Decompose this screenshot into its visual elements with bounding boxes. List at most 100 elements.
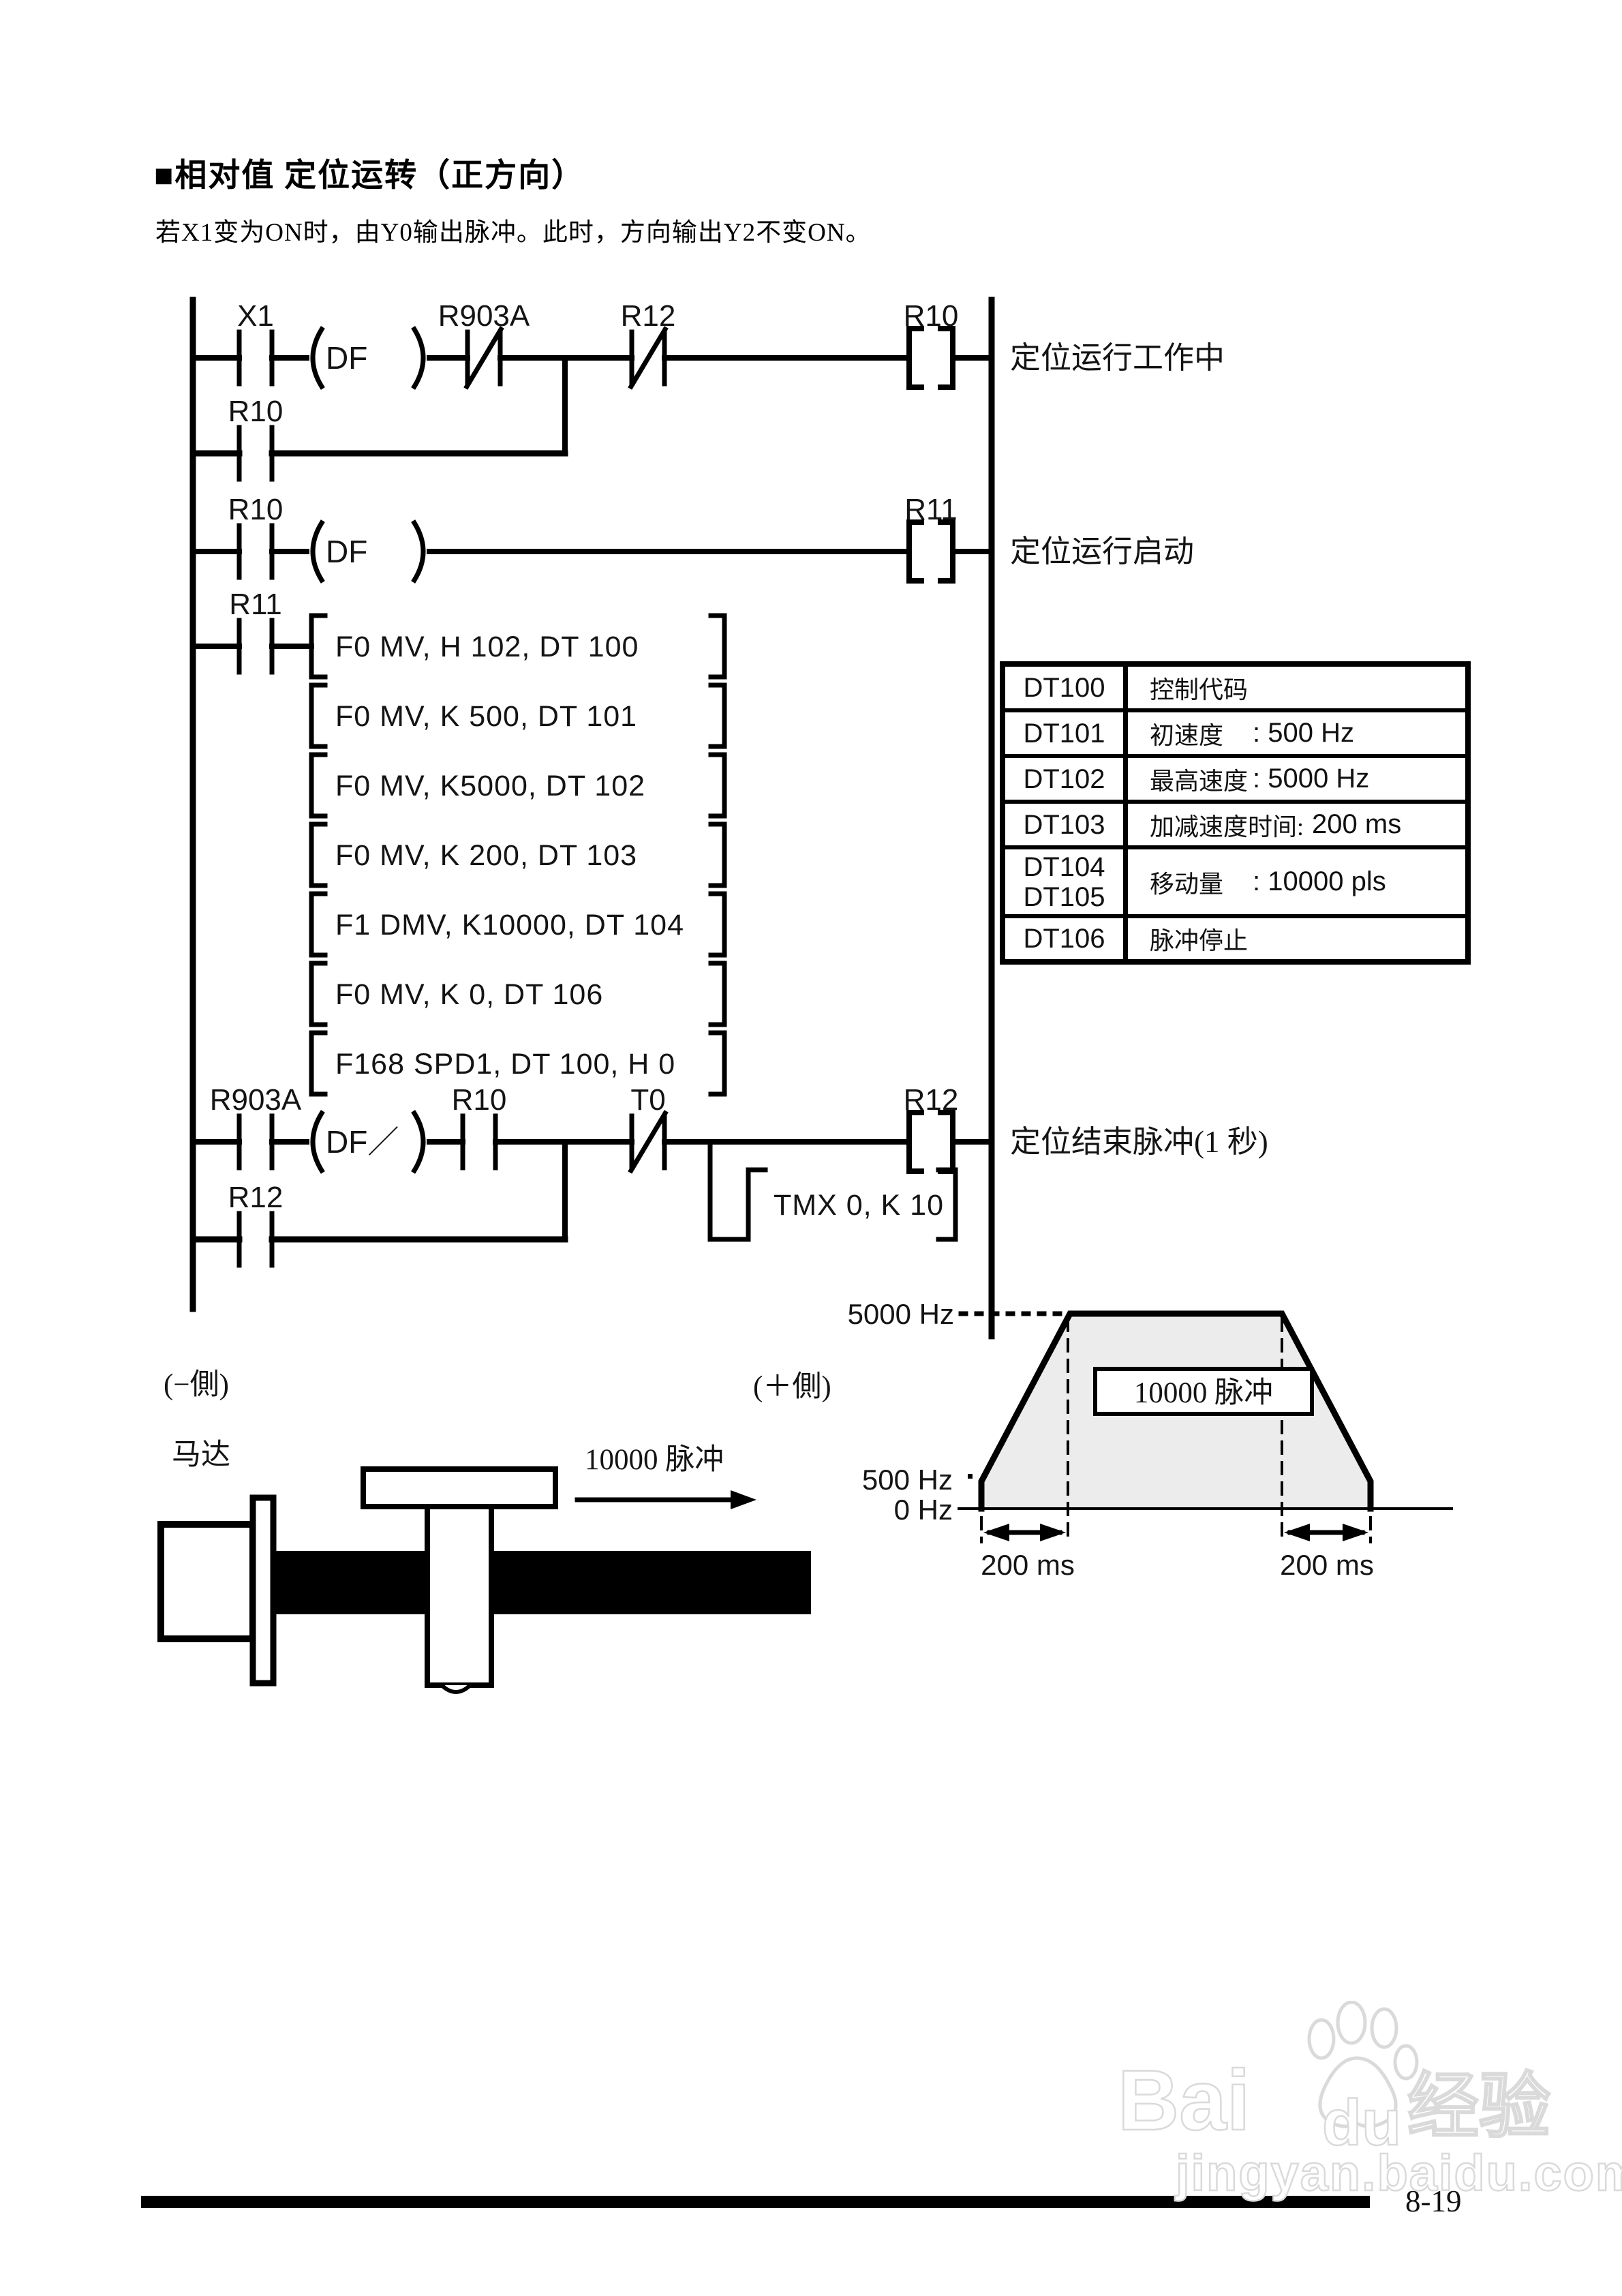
label-coil-r11: R11 <box>904 493 957 526</box>
rung-3 <box>190 613 727 1097</box>
comment-rung4: 定位结束脉冲(1 秒) <box>1010 1125 1268 1159</box>
table-row: DT100 控制代码 <box>1005 667 1465 708</box>
contact-r903a-nc <box>463 326 504 390</box>
dt-addr: DT106 <box>1023 924 1105 954</box>
carriage-stem <box>425 1504 494 1688</box>
contact-r12-parallel <box>236 1211 275 1268</box>
speed-profile-chart <box>958 1310 1453 1543</box>
carriage-plate <box>361 1466 558 1509</box>
label-r12-1: R12 <box>621 299 676 333</box>
pulse-move-label: 10000 脉冲 <box>585 1444 724 1476</box>
label-df-1: DF <box>326 340 367 376</box>
dt-desc: 脉冲停止 <box>1150 927 1249 954</box>
watermark-du: du <box>1321 2086 1403 2160</box>
instruction-3: F0 MV, K5000, DT 102 <box>335 770 645 802</box>
dt-addr: DT102 <box>1023 764 1105 794</box>
df-instruction-1 <box>310 326 426 390</box>
label-r12-parallel: R12 <box>228 1181 284 1214</box>
dt-value: : 5000 Hz <box>1253 764 1370 794</box>
carriage-notch <box>438 1682 474 1694</box>
dashed-guides <box>980 1318 1372 1543</box>
rung-1-parallel-branch <box>189 355 568 482</box>
rung-2 <box>190 519 994 584</box>
ball-screw-shaft <box>273 1551 811 1614</box>
accel-duration-arrow <box>983 1524 1066 1541</box>
motor-flange <box>249 1494 277 1687</box>
coil-r10 <box>906 326 955 390</box>
label-coil-r10: R10 <box>904 299 959 333</box>
motor-body <box>157 1521 256 1642</box>
instruction-5: F1 DMV, K10000, DT 104 <box>335 909 684 941</box>
contact-r10-rung4 <box>460 1113 498 1170</box>
contact-r10 <box>236 523 275 580</box>
instruction-2: F0 MV, K 500, DT 101 <box>335 700 637 733</box>
baidu-jingyan-watermark: Bai du 经验 jingyan.baidu.com <box>1117 2001 1622 2202</box>
page-subtitle: 若X1变为ON时，由Y0输出脉冲。此时，方向输出Y2不变ON。 <box>155 219 872 247</box>
watermark-bai: Bai <box>1117 2053 1251 2149</box>
dt-desc: 初速度 <box>1150 721 1224 749</box>
comment-rung1: 定位运行工作中 <box>1010 341 1225 375</box>
instruction-1: F0 MV, H 102, DT 100 <box>335 631 639 663</box>
tick-5000hz: 5000 Hz <box>848 1298 954 1330</box>
motor-diagram <box>157 1466 811 1694</box>
dt-addr: DT103 <box>1023 809 1105 840</box>
dt-value: : 10000 pls <box>1253 866 1386 896</box>
dt-addr2: DT105 <box>1023 881 1105 912</box>
page-number: 8-19 <box>1405 2184 1462 2218</box>
decel-duration-arrow <box>1284 1524 1368 1541</box>
dt-desc: 控制代码 <box>1150 676 1249 704</box>
baidu-paw-icon <box>1307 2001 1419 2128</box>
coil-r11 <box>906 519 955 584</box>
label-r10-rung2: R10 <box>228 493 284 526</box>
instruction-4: F0 MV, K 200, DT 103 <box>335 839 637 872</box>
profile-outline <box>978 1310 1374 1512</box>
contact-x1 <box>236 329 275 387</box>
label-tmx: TMX 0, K 10 <box>774 1189 944 1222</box>
contact-t0-nc <box>628 1110 669 1174</box>
motor-label: 马达 <box>172 1439 230 1471</box>
tick-500hz: 500 Hz <box>862 1464 953 1496</box>
500hz-dot <box>968 1474 973 1479</box>
contact-r12-nc <box>628 326 669 390</box>
tmx-timer-block <box>707 1139 958 1242</box>
dt-desc: 最高速度 <box>1150 767 1249 795</box>
df-instruction-2 <box>310 519 426 584</box>
table-row: DT103 加减速度时间: 200 ms <box>1005 800 1465 845</box>
pulse-count-box <box>1093 1367 1314 1416</box>
rung-4-parallel-branch <box>189 1139 568 1268</box>
watermark-jingyan: 经验 <box>1407 2066 1552 2148</box>
tick-0hz: 0 Hz <box>894 1494 953 1526</box>
dt-desc: 加减速度时间: <box>1150 813 1304 841</box>
dt-addr: DT104 <box>1023 851 1105 882</box>
label-t0: T0 <box>630 1083 665 1117</box>
comment-rung2: 定位运行启动 <box>1010 534 1194 569</box>
label-r10-rung4: R10 <box>452 1083 507 1117</box>
table-row: DT101 初速度 : 500 Hz <box>1005 708 1465 754</box>
df-falling-instruction <box>310 1110 426 1174</box>
pulse-count-label: 10000 脉冲 <box>1134 1377 1273 1409</box>
plus-side-label: (＋側) <box>753 1371 831 1403</box>
rung-1 <box>189 326 994 482</box>
accel-time-label: 200 ms <box>981 1549 1075 1581</box>
label-r903a-rung4: R903A <box>210 1083 302 1117</box>
label-x1: X1 <box>237 299 274 333</box>
label-df-falling: DF／ <box>326 1124 399 1160</box>
contact-r903a <box>236 1113 275 1170</box>
label-r11-rung3: R11 <box>229 588 281 621</box>
rung-4 <box>189 1110 994 1268</box>
direction-arrow <box>575 1490 756 1509</box>
instruction-7: F168 SPD1, DT 100, H 0 <box>335 1048 675 1081</box>
page-title: ■相对值 定位运转（正方向） <box>154 158 585 194</box>
instruction-brackets <box>309 613 727 1097</box>
watermark-url: jingyan.baidu.com <box>1175 2144 1622 2203</box>
dt-desc: 移动量 <box>1150 870 1224 898</box>
instruction-6: F0 MV, K 0, DT 106 <box>335 978 603 1011</box>
dt-register-table: DT100 控制代码 DT101 初速度 : 500 Hz DT102 最高速度… <box>1000 661 1471 965</box>
contact-r10-parallel <box>236 425 275 482</box>
dt-value: : 500 Hz <box>1253 718 1354 748</box>
decel-time-label: 200 ms <box>1280 1549 1374 1581</box>
minus-side-label: (−側) <box>164 1369 229 1401</box>
footer-rule <box>141 2196 1370 2208</box>
